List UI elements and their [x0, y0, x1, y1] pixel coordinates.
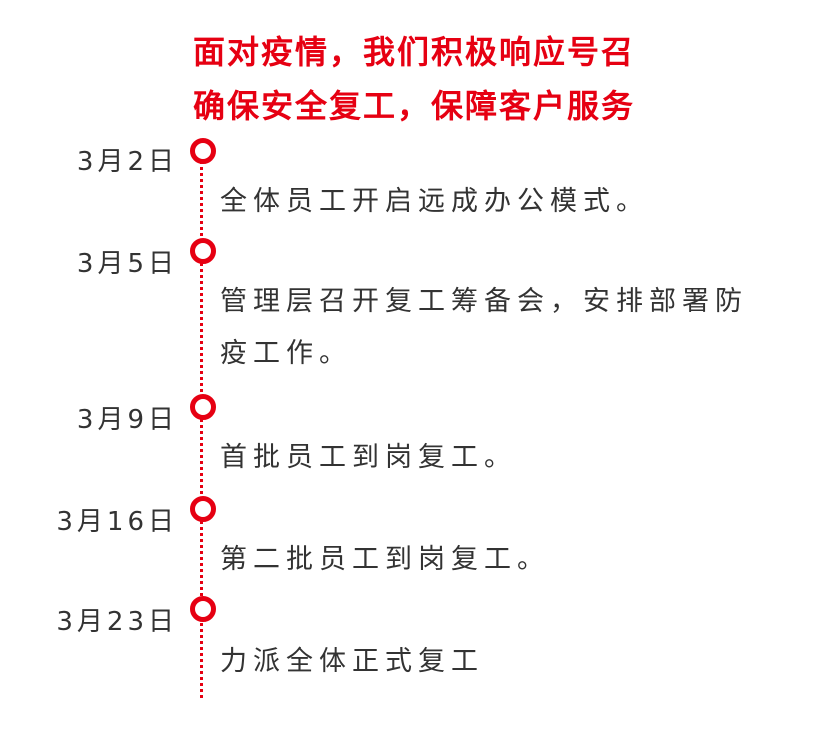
timeline-dot-icon: [190, 596, 216, 622]
timeline-dot-icon: [190, 496, 216, 522]
title-line-1: 面对疫情，我们积极响应号召: [192, 33, 635, 71]
timeline-dotted-line: [200, 150, 203, 698]
timeline-date: 3月23日: [56, 607, 178, 637]
timeline-text: 第二批员工到岗复工。: [220, 544, 550, 575]
timeline-date: 3月9日: [76, 405, 178, 435]
timeline-text: 全体员工开启远成办公模式。: [220, 186, 649, 217]
timeline-dot-icon: [190, 238, 216, 264]
timeline-date: 3月16日: [56, 507, 178, 537]
timeline-text: 管理层召开复工筹备会，安排部署防疫工作。: [220, 286, 748, 369]
timeline-dot-icon: [190, 394, 216, 420]
timeline-text: 首批员工到岗复工。: [220, 442, 517, 473]
title-line-2: 确保安全复工，保障客户服务: [192, 87, 635, 125]
timeline-date: 3月5日: [76, 249, 178, 279]
timeline-date: 3月2日: [76, 147, 178, 177]
timeline-dot-icon: [190, 138, 216, 164]
timeline-text: 力派全体正式复工: [220, 646, 484, 677]
